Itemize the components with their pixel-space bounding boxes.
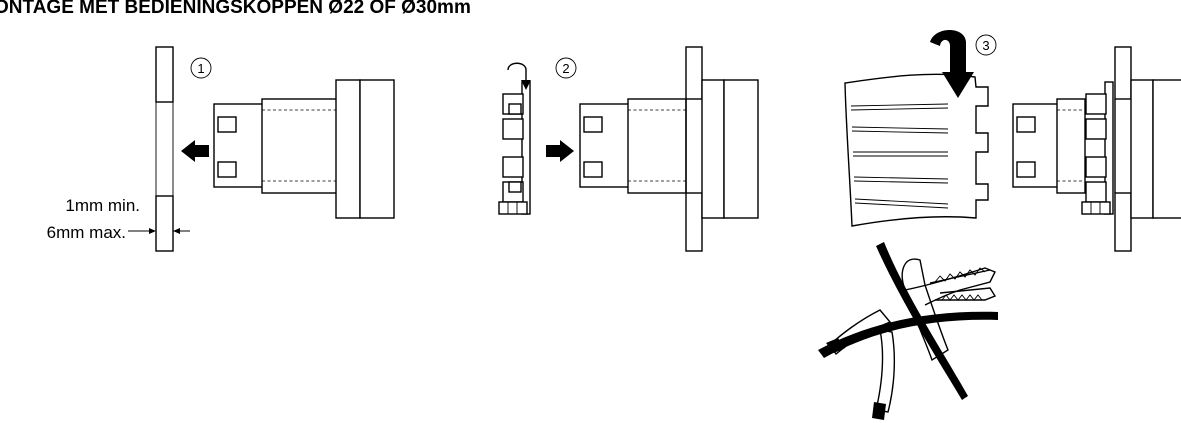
panel-wall-top [685, 46, 703, 100]
wrench-tool [844, 73, 989, 227]
step-2-illustration: 2 [498, 46, 759, 252]
rotate-arrow-icon [507, 62, 527, 84]
panel-wall-bottom [1114, 192, 1132, 252]
dimension-max-label: 6mm max. [47, 223, 126, 242]
pushbutton-body-mounted [579, 98, 687, 194]
panel-wall-bottom [685, 192, 703, 252]
step-2-circle [555, 57, 577, 79]
step-1-number: 1 [197, 61, 204, 76]
dimension-arrow-head-left [149, 228, 156, 234]
step-3-circle [975, 34, 997, 56]
locking-ring-mounted [1081, 81, 1114, 215]
panel-wall-bottom [155, 195, 174, 252]
pushbutton-body [213, 79, 395, 219]
arrow-left-icon [181, 140, 209, 162]
locking-ring [498, 81, 531, 215]
step-1-circle [190, 57, 212, 79]
page-title: ONTAGE MET BEDIENINGSKOPPEN Ø22 OF Ø30mm [0, 0, 471, 18]
arrow-right-icon [546, 140, 574, 162]
pushbutton-body-final [1012, 98, 1086, 194]
panel-gap [155, 101, 174, 197]
cross-stroke-2 [818, 311, 998, 358]
step-3-number: 3 [982, 38, 989, 53]
rotate-arrow-icon [930, 30, 974, 98]
step-1-illustration: 1 1mm min. 6mm max. [47, 46, 395, 252]
dimension-min-label: 1mm min. [65, 196, 140, 215]
panel-wall-top [155, 46, 174, 103]
step-2-number: 2 [562, 61, 569, 76]
dimension-arrow-head-right [173, 228, 180, 234]
panel-wall-top [1114, 46, 1132, 100]
pliers-forbidden-icon [818, 242, 998, 420]
step-3-illustration: 3 [818, 30, 1181, 420]
